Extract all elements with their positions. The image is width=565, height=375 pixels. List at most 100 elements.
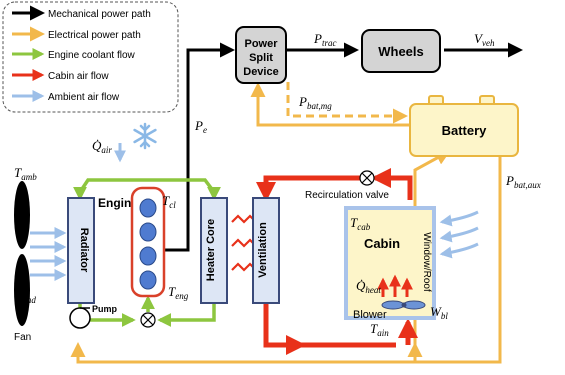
p-trac-base: P	[313, 31, 322, 46]
t-ain-base: T	[370, 321, 378, 336]
cabin-box	[344, 206, 436, 320]
power-split-device: Power Split Device	[235, 26, 287, 84]
fan-blade-bottom	[14, 254, 30, 326]
cabin-label: Cabin	[364, 236, 400, 251]
power-split-label-3: Device	[243, 66, 278, 78]
electrical-psd-to-battery	[286, 82, 408, 124]
power-split-box	[235, 26, 287, 84]
fan-blade-top	[14, 181, 30, 249]
p-bat-mg-base: P	[298, 94, 307, 109]
svg-text:Pe: Pe	[194, 118, 207, 135]
recirculation-valve: Recirculation valve	[305, 170, 389, 201]
cabin-heat-icon	[377, 274, 413, 297]
v-veh-base: V	[474, 31, 484, 46]
pump: Pump	[69, 304, 118, 329]
symbol-q-air: Q̇air	[92, 138, 112, 155]
symbol-t-amb: Tamb	[14, 165, 37, 182]
ventilation-label: Ventilation	[257, 222, 269, 278]
heat-transfer-icon	[231, 214, 255, 272]
v-veh-sub: veh	[482, 38, 495, 48]
power-split-label-2: Split	[249, 52, 273, 64]
svg-text:Teng: Teng	[168, 284, 189, 301]
svg-text:Ptrac: Ptrac	[313, 31, 336, 48]
engine-cylinder-4	[139, 270, 157, 290]
p-e-sub: e	[203, 125, 207, 135]
symbol-v-veh: Vveh	[474, 31, 495, 48]
t-cl-sub: cl	[169, 200, 176, 210]
legend-frame	[2, 1, 179, 113]
wheels-label: Wheels	[378, 44, 424, 59]
engine-label: Engine	[98, 196, 138, 210]
engine: Engine	[98, 186, 166, 298]
symbol-p-trac: Ptrac	[313, 31, 336, 48]
wheels-box	[361, 29, 441, 73]
wheels: Wheels	[361, 29, 441, 73]
fan: Fan	[14, 181, 31, 343]
symbol-t-eng: Teng	[168, 284, 189, 301]
p-bat-mg-sub: bat,mg	[307, 101, 332, 111]
q-heat-base: Q̇	[356, 278, 366, 293]
symbol-q-heat: Q̇heat	[356, 278, 381, 295]
symbol-t-ain: Tain	[370, 321, 389, 338]
symbol-t-cl: Tcl	[162, 193, 176, 210]
heater-core-box	[200, 197, 228, 304]
q-rad-sub: rad	[23, 295, 36, 305]
legend-label-coolant: Engine coolant flow	[48, 50, 136, 61]
legend-label-mechanical: Mechanical power path	[48, 9, 151, 20]
coolant-heater-return	[157, 303, 216, 327]
svg-text:Pbat,aux: Pbat,aux	[505, 173, 541, 190]
cabin-air-paths	[256, 168, 418, 355]
svg-text:Tamb: Tamb	[14, 165, 37, 182]
legend-label-electrical: Electrical power path	[48, 30, 141, 41]
coolant-valve-icon	[140, 312, 156, 328]
fan-label: Fan	[14, 332, 31, 343]
air-valve-to-ventilation	[256, 175, 360, 202]
mechanical-paths	[160, 42, 523, 252]
q-air-base: Q̇	[92, 138, 102, 153]
symbol-p-e: Pe	[194, 118, 207, 135]
battery-body	[409, 103, 519, 157]
blower-icon	[381, 300, 426, 310]
q-heat-sub: heat	[365, 285, 381, 295]
pump-label: Pump	[92, 304, 118, 314]
symbol-p-bat-mg: Pbat,mg	[298, 94, 332, 111]
t-cab-base: T	[350, 215, 358, 230]
t-eng-sub: eng	[175, 291, 188, 301]
engine-cylinder-1	[139, 198, 157, 218]
svg-text:Q̇rad: Q̇rad	[14, 288, 36, 305]
coolant-engine-to-heater	[148, 178, 221, 201]
heater-core-label: Heater Core	[205, 219, 217, 281]
symbol-w-bl: Wbl	[430, 304, 448, 321]
legend-label-ambient-air: Ambient air flow	[48, 92, 120, 103]
t-eng-base: T	[168, 284, 176, 299]
mechanical-engine-to-psd	[160, 42, 235, 252]
svg-text:Tain: Tain	[370, 321, 389, 338]
svg-text:Tcab: Tcab	[350, 215, 371, 232]
p-bat-aux-sub: bat,aux	[514, 180, 541, 190]
q-air-sub: air	[101, 145, 112, 155]
p-bat-aux-base: P	[505, 173, 514, 188]
ventilation-box	[252, 197, 280, 304]
t-amb-sub: amb	[21, 172, 37, 182]
window-flow-2	[439, 226, 479, 243]
legend: Mechanical power path Electrical power p…	[2, 1, 179, 113]
coolant-engine-to-radiator	[73, 178, 148, 201]
power-split-label-1: Power	[244, 38, 278, 50]
svg-text:Q̇heat: Q̇heat	[356, 278, 381, 295]
symbol-p-bat-aux: Pbat,aux	[505, 173, 541, 190]
window-flow-3	[439, 242, 479, 259]
coolant-paths	[73, 178, 221, 327]
engine-cylinder-3	[139, 246, 157, 266]
air-ventilation-to-blower	[263, 303, 306, 355]
radiator: Radiator	[67, 197, 95, 304]
t-ain-sub: ain	[377, 328, 389, 338]
air-cabin-recirculation	[371, 168, 413, 200]
recirculation-valve-label: Recirculation valve	[305, 190, 389, 201]
engine-cylinder-2	[139, 222, 157, 242]
svg-text:Wbl: Wbl	[430, 304, 448, 321]
radiator-label: Radiator	[78, 228, 90, 273]
q-rad-base: Q̇	[14, 288, 24, 303]
radiator-box	[67, 197, 95, 304]
engine-block	[130, 186, 166, 298]
snowflake-icon	[133, 122, 157, 150]
